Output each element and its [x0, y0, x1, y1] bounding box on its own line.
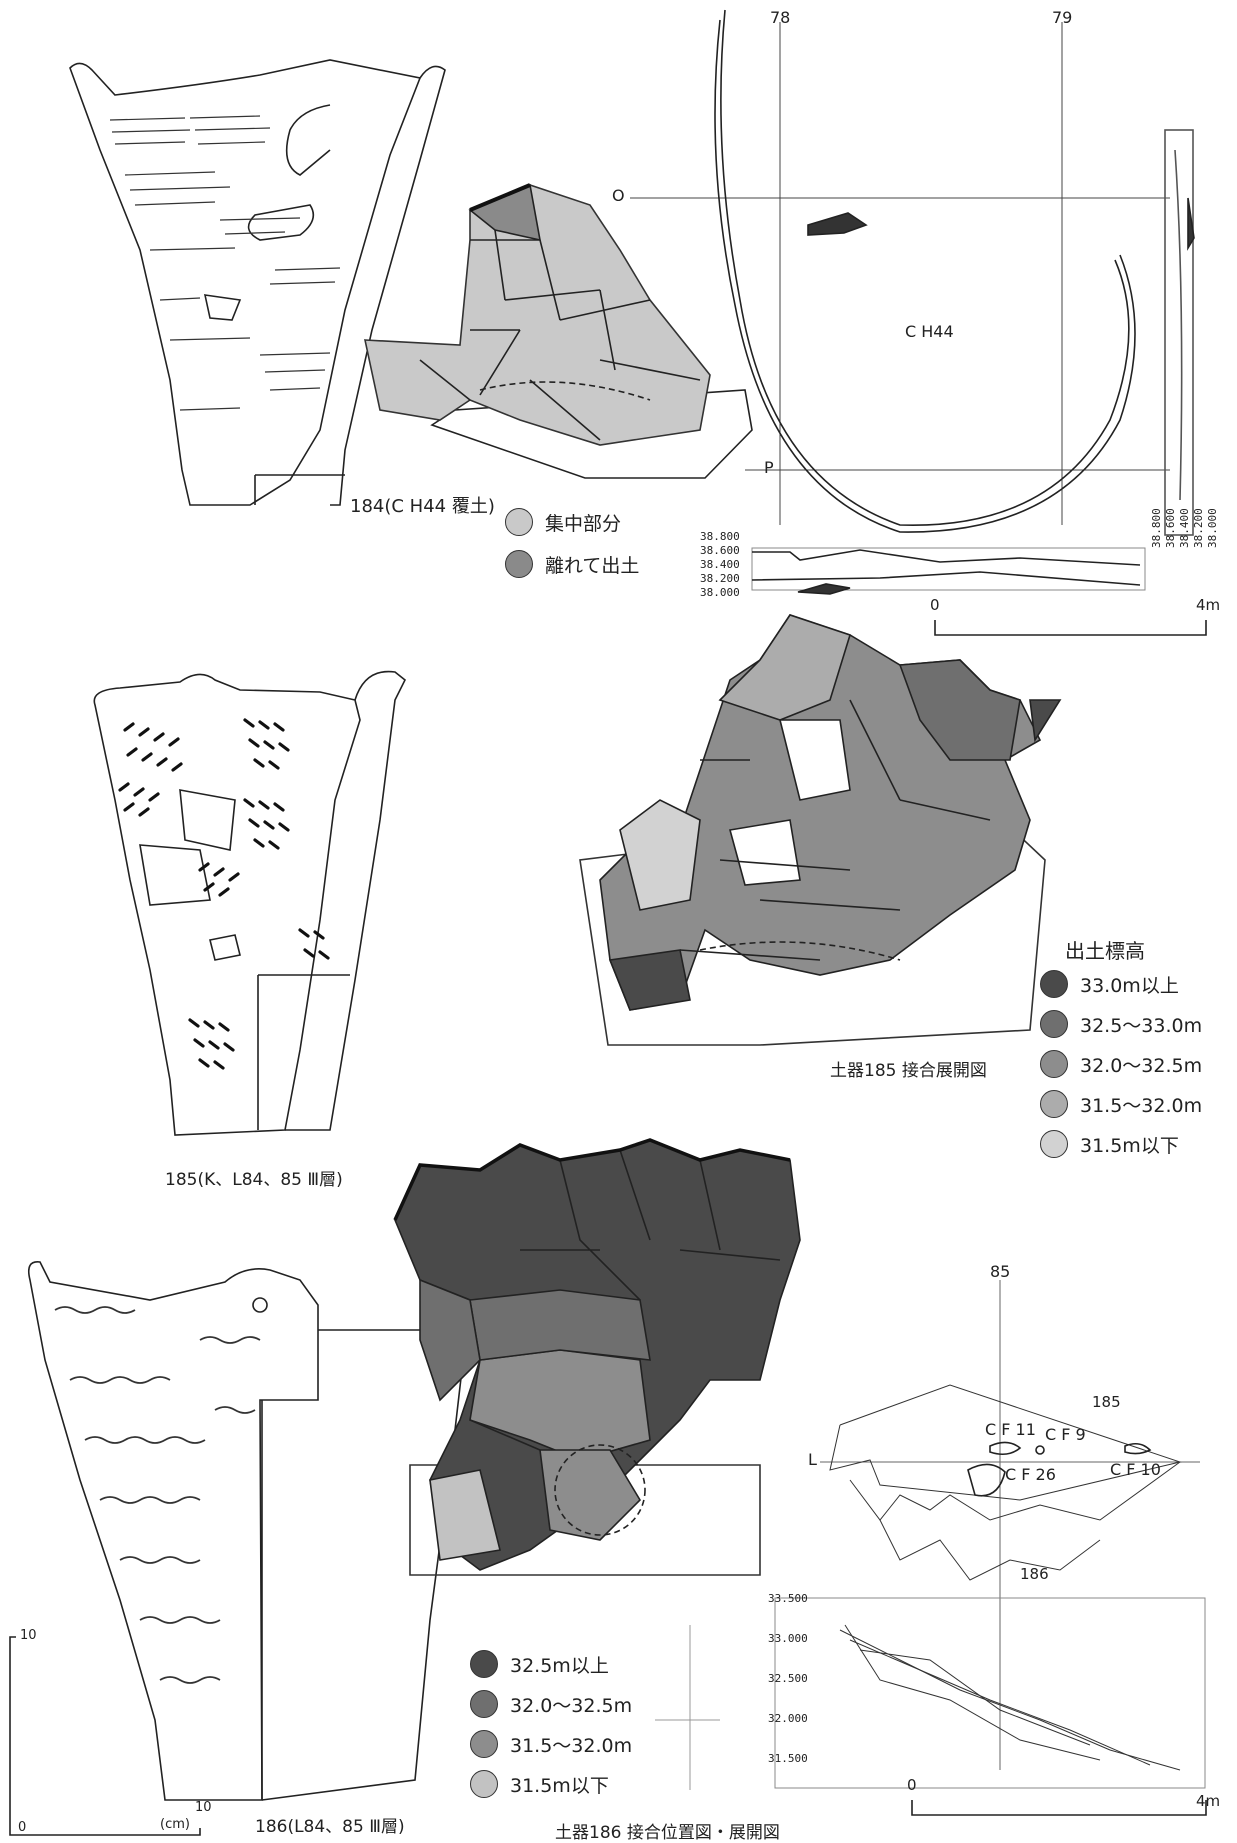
legend1-swatch-1 — [505, 550, 533, 578]
scale-cm-unit: (cm) — [160, 1817, 190, 1832]
legend3-guides — [655, 1625, 720, 1790]
scale-bottom-zero: 0 — [907, 1776, 917, 1794]
caption-186: 186(L84、85 Ⅲ層) — [255, 1817, 405, 1837]
vessel-186-outline — [27, 1261, 481, 1801]
legend2-swatch-0 — [1040, 970, 1068, 998]
section184-tick-right-2: 38.400 — [1178, 508, 1191, 548]
legend3-label-0: 32.5m以上 — [510, 1654, 609, 1677]
scale-bar-top — [934, 620, 1207, 636]
section-bottom-tick-3: 32.000 — [768, 1712, 808, 1725]
feature-label-ch44: C H44 — [905, 322, 954, 341]
legend3-swatch-3 — [470, 1770, 498, 1798]
section-bottom-tick-1: 33.000 — [768, 1632, 808, 1645]
plan-label-cf11: C F 11 — [985, 1420, 1036, 1439]
legend2-swatch-2 — [1040, 1050, 1068, 1078]
scale-bar-bottom — [911, 1800, 1207, 1816]
legend3-swatch-1 — [470, 1690, 498, 1718]
legend3-item-1: 32.0～32.5m — [470, 1690, 632, 1718]
scale-bar-cm — [9, 1636, 201, 1836]
grid-label-p: P — [764, 458, 774, 477]
plan-184 — [363, 183, 753, 479]
legend2-label-1: 32.5～33.0m — [1080, 1014, 1203, 1037]
legend2-item-0: 33.0m以上 — [1040, 970, 1179, 998]
scale-bottom-max: 4m — [1196, 1792, 1221, 1810]
legend2-swatch-3 — [1040, 1090, 1068, 1118]
grid-label-85: 85 — [990, 1262, 1011, 1281]
section184-tick-right-0: 38.800 — [1150, 508, 1163, 548]
legend3-item-3: 31.5m以下 — [470, 1770, 609, 1798]
vessel-184-cord-marks — [109, 115, 341, 411]
legend1-label-1: 離れて出土 — [545, 554, 640, 577]
legend3-label-1: 32.0～32.5m — [510, 1694, 633, 1717]
section184-tick-left-1: 38.600 — [700, 544, 740, 557]
plan-label-cf26: C F 26 — [1005, 1465, 1056, 1484]
legend2-swatch-1 — [1040, 1010, 1068, 1038]
grid-label-78: 78 — [770, 8, 791, 27]
vessel-186-cord-marks — [54, 1306, 261, 1684]
ch44-plan — [630, 9, 1195, 595]
scale-cm-zero: 0 — [18, 1820, 27, 1835]
legend1-item-1: 離れて出土 — [505, 550, 639, 578]
legend2-label-0: 33.0m以上 — [1080, 974, 1179, 997]
plan-bottom-right — [774, 1280, 1206, 1789]
plan-label-186: 186 — [1020, 1565, 1049, 1583]
plan-label-cf9: C F 9 — [1045, 1425, 1086, 1444]
legend3-swatch-2 — [470, 1730, 498, 1758]
grid-label-o: O — [612, 186, 625, 205]
legend2-item-3: 31.5～32.0m — [1040, 1090, 1202, 1118]
section184-tick-left-3: 38.200 — [700, 572, 740, 585]
scale-cm-ten-right: 10 — [195, 1800, 212, 1815]
grid-label-79: 79 — [1052, 8, 1073, 27]
section-bottom-tick-2: 32.500 — [768, 1672, 808, 1685]
scale-cm-ten-top: 10 — [20, 1628, 37, 1643]
caption-184: 184(C H44 覆土) — [350, 496, 495, 517]
section184-tick-right-3: 38.200 — [1192, 508, 1205, 548]
section184-tick-left-0: 38.800 — [700, 530, 740, 543]
vessel-185-impressions — [118, 718, 330, 1070]
legend1-item-0: 集中部分 — [505, 508, 621, 536]
plan-186-caption: 土器186 接合位置図・展開図 — [555, 1823, 780, 1843]
legend3-item-0: 32.5m以上 — [470, 1650, 609, 1678]
legend2-label-2: 32.0～32.5m — [1080, 1054, 1203, 1077]
legend2-swatch-4 — [1040, 1130, 1068, 1158]
vessel-185-outline — [93, 670, 407, 1136]
caption-185: 185(K、L84、85 Ⅲ層) — [165, 1170, 343, 1190]
legend2-item-2: 32.0～32.5m — [1040, 1050, 1202, 1078]
section-bottom-tick-0: 33.500 — [768, 1592, 808, 1605]
legend2-label-3: 31.5～32.0m — [1080, 1094, 1203, 1117]
scale-top-zero: 0 — [930, 596, 940, 614]
legend2-label-4: 31.5m以下 — [1080, 1134, 1179, 1157]
legend1-swatch-0 — [505, 508, 533, 536]
section184-tick-left-2: 38.400 — [700, 558, 740, 571]
vessel-184-outline — [69, 59, 446, 506]
plan-label-cf10: C F 10 — [1110, 1460, 1161, 1479]
legend3-label-3: 31.5m以下 — [510, 1774, 609, 1797]
scale-top-max: 4m — [1196, 596, 1221, 614]
section184-tick-left-4: 38.000 — [700, 586, 740, 599]
plan-186 — [393, 1138, 801, 1576]
legend3-swatch-0 — [470, 1650, 498, 1678]
legend2-item-1: 32.5～33.0m — [1040, 1010, 1202, 1038]
plan-185-caption: 土器185 接合展開図 — [830, 1061, 987, 1081]
section184-tick-right-1: 38.600 — [1164, 508, 1177, 548]
legend3-item-2: 31.5～32.0m — [470, 1730, 632, 1758]
plan-label-185: 185 — [1092, 1393, 1121, 1411]
legend2-item-4: 31.5m以下 — [1040, 1130, 1179, 1158]
legend2-title: 出土標高 — [1065, 939, 1145, 963]
legend3-label-2: 31.5～32.0m — [510, 1734, 633, 1757]
grid-label-l: L — [808, 1450, 817, 1469]
legend1-label-0: 集中部分 — [545, 512, 622, 535]
plan-185 — [579, 614, 1062, 1046]
section184-tick-right-4: 38.000 — [1206, 508, 1219, 548]
section-bottom-tick-4: 31.500 — [768, 1752, 808, 1765]
